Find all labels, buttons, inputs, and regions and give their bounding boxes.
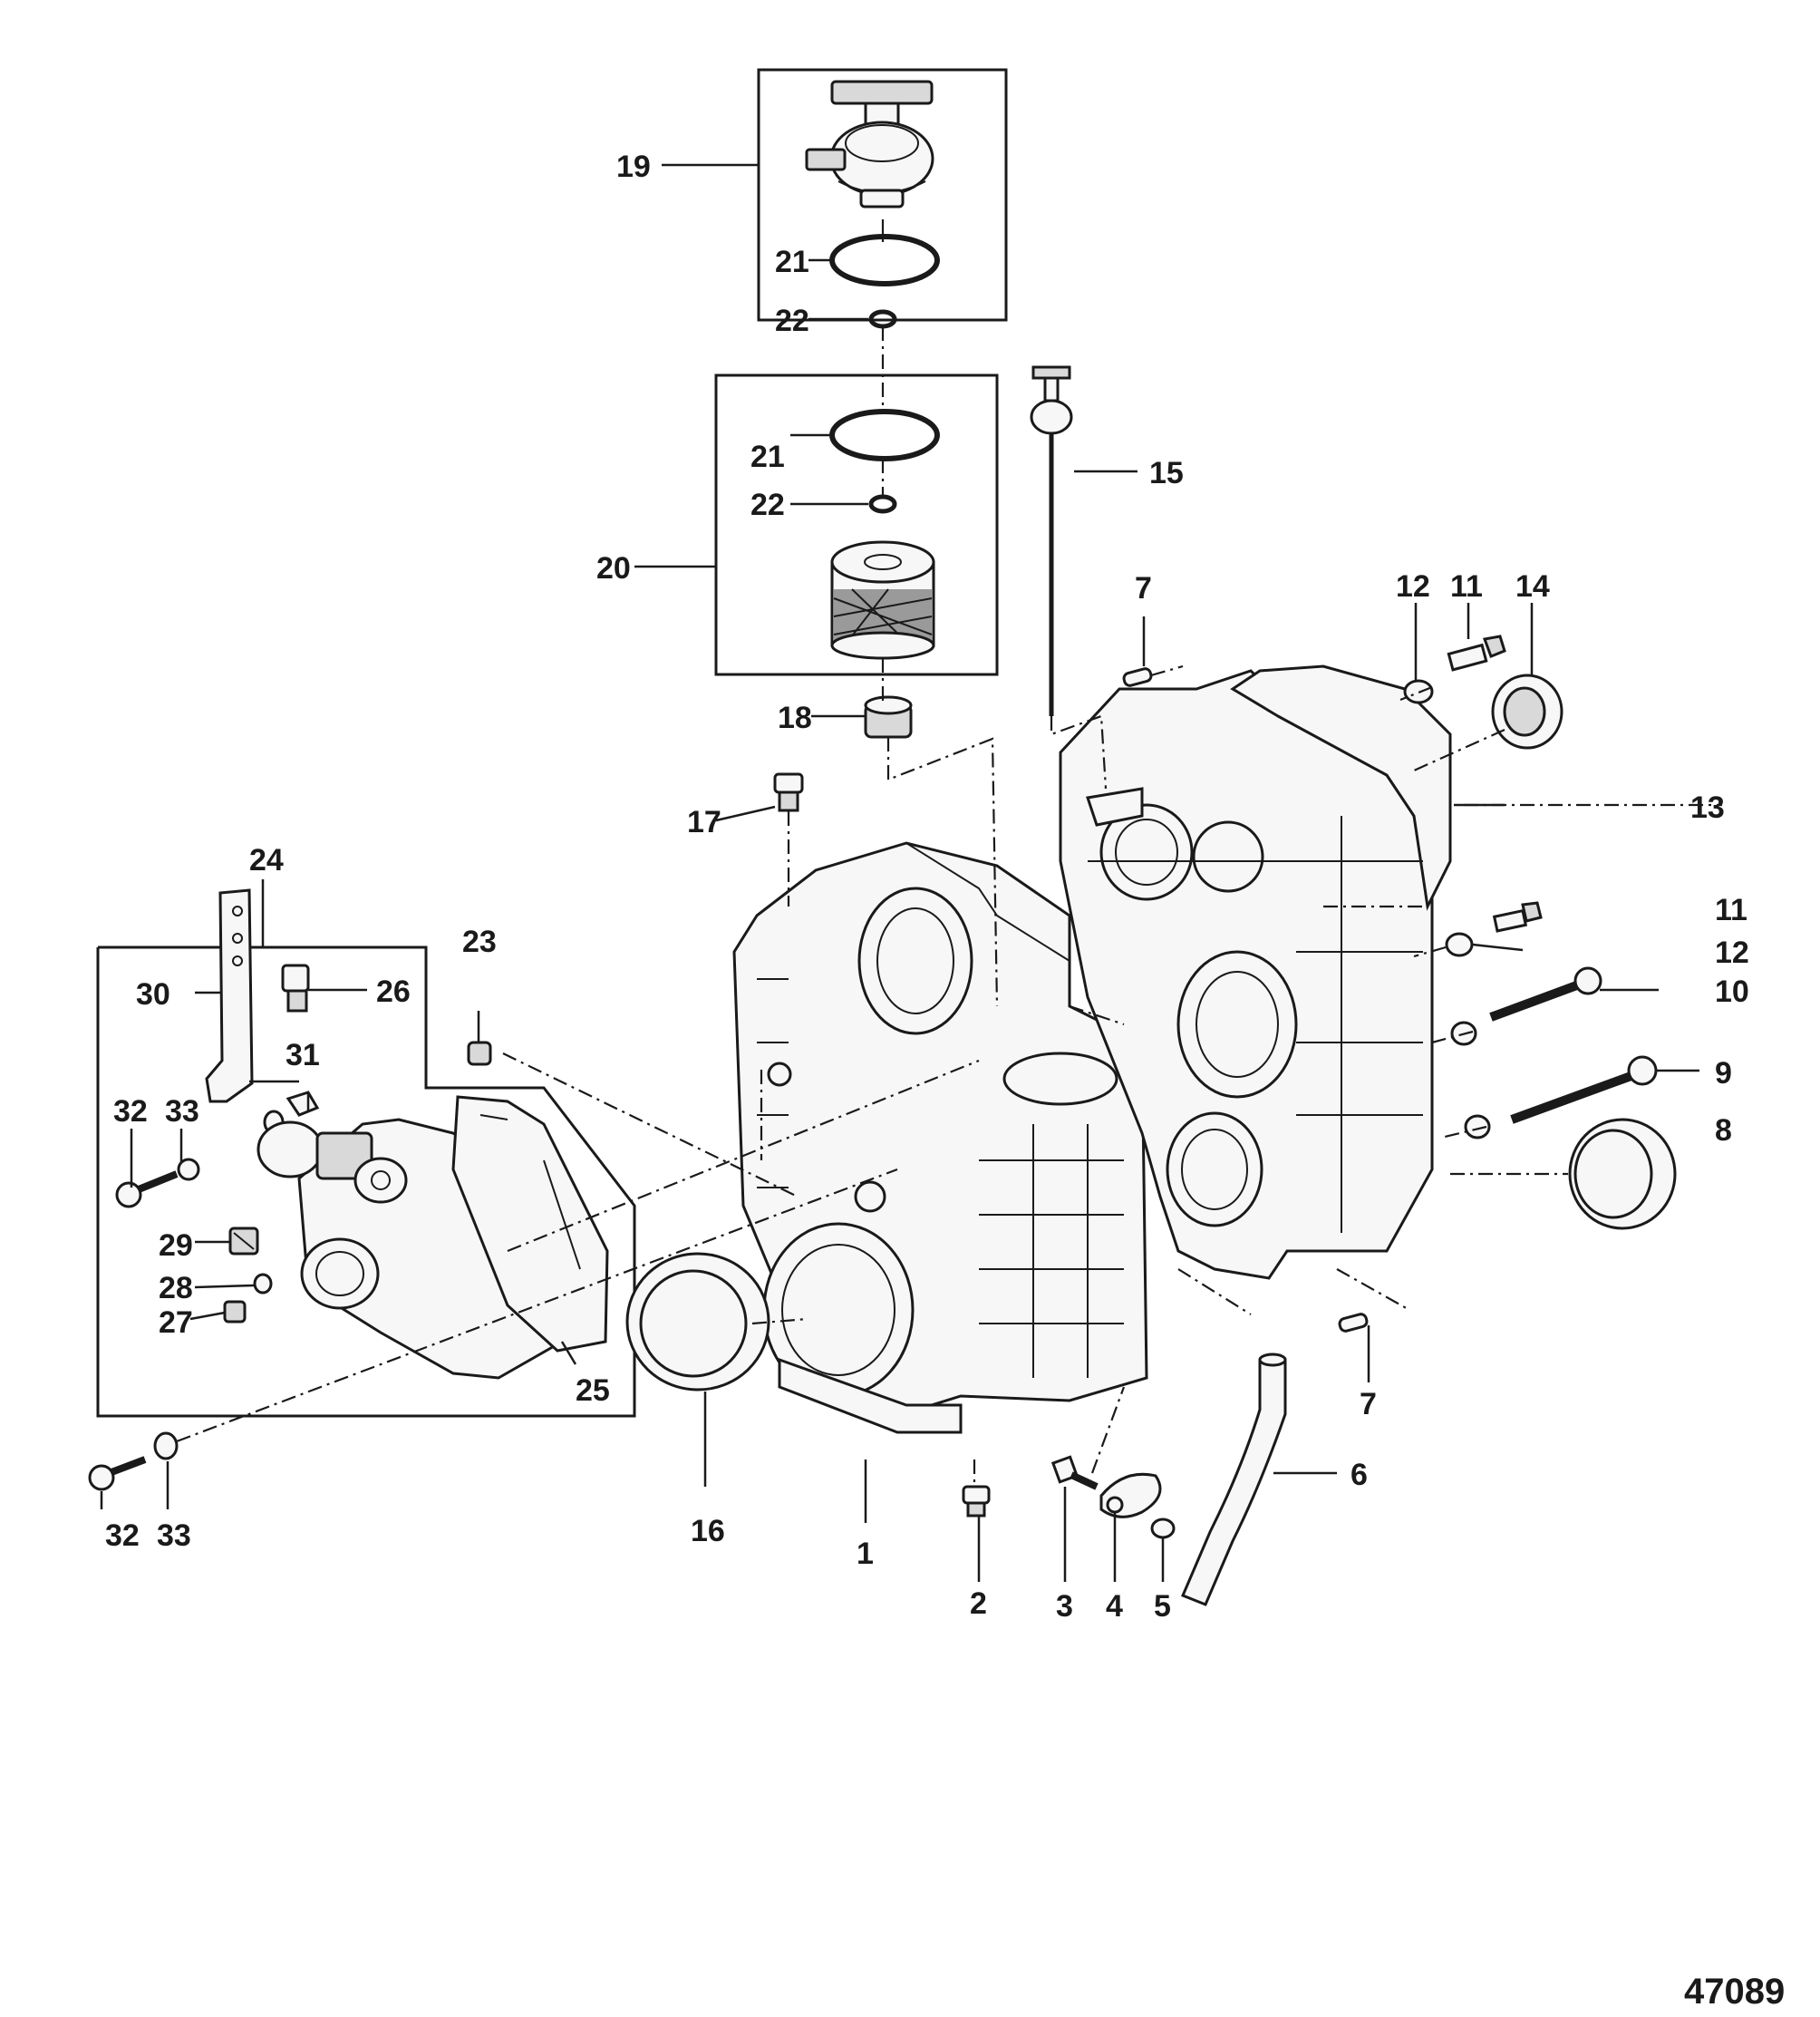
clamp-4	[1099, 1472, 1162, 1518]
kit-box-24	[96, 945, 636, 1418]
screw-32-upper	[115, 1170, 179, 1208]
callout-32-lower: 32	[105, 1518, 140, 1553]
washer-33-upper	[177, 1158, 200, 1181]
plug-2	[962, 1485, 991, 1518]
plug-23	[467, 1041, 492, 1066]
screw-32-lower	[88, 1456, 147, 1491]
washer-28	[253, 1273, 273, 1295]
leader-lines	[100, 163, 1699, 1582]
fitting-29	[228, 1227, 259, 1256]
bolt-9	[1510, 1055, 1658, 1124]
callout-30: 30	[136, 977, 170, 1012]
callout-18: 18	[778, 701, 812, 735]
callout-22-upper: 22	[775, 304, 809, 338]
callout-19: 19	[616, 150, 651, 184]
hose-6-end	[1258, 1353, 1287, 1367]
oil-filler-cap	[805, 80, 934, 208]
callout-26: 26	[376, 975, 411, 1009]
callout-7-lower: 7	[1360, 1387, 1377, 1421]
screw-27	[223, 1300, 247, 1324]
oil-seal-8	[1568, 1118, 1677, 1230]
sender-26	[281, 964, 310, 1013]
callout-11-upper: 11	[1450, 569, 1483, 604]
front-housing	[732, 841, 1148, 1434]
callout-7-upper: 7	[1135, 571, 1152, 606]
nut-5	[1150, 1518, 1176, 1539]
callout-8: 8	[1715, 1113, 1732, 1148]
figure-number: 47089	[1684, 1972, 1785, 2012]
callout-labels: 19 21 22 21 22 20 18 17 15 7 12 11 14 13…	[105, 150, 1749, 1624]
bolt-10	[1489, 966, 1602, 1022]
callout-9: 9	[1715, 1056, 1732, 1091]
callout-11-lower: 11	[1715, 893, 1747, 927]
callout-25: 25	[576, 1373, 610, 1408]
dowel-7-upper	[1122, 667, 1153, 687]
callout-16: 16	[691, 1514, 725, 1548]
bolt-11-upper	[1447, 635, 1506, 672]
callout-28: 28	[159, 1271, 193, 1305]
callout-17: 17	[687, 805, 721, 839]
oil-seal-16	[625, 1252, 770, 1392]
washer-33-lower	[153, 1431, 179, 1460]
dipstick	[1030, 365, 1073, 716]
washer-bolt9	[1464, 1114, 1491, 1139]
callout-33-upper: 33	[165, 1094, 199, 1129]
oil-seal-14	[1491, 674, 1563, 750]
callout-21-lower: 21	[750, 440, 785, 474]
callout-32-upper: 32	[113, 1094, 148, 1129]
o-ring-21-lower	[829, 409, 940, 461]
pump-body-25	[257, 1095, 609, 1380]
callout-1: 1	[857, 1537, 874, 1571]
callout-21-upper: 21	[775, 245, 809, 279]
kit-box-20	[714, 373, 999, 676]
callout-23: 23	[462, 925, 497, 959]
callout-2: 2	[970, 1586, 987, 1621]
callout-15: 15	[1149, 456, 1184, 490]
kit-box-19	[757, 68, 1008, 322]
callout-13: 13	[1690, 790, 1725, 825]
callout-24: 24	[249, 843, 284, 878]
callout-22-lower: 22	[750, 488, 785, 522]
callout-6: 6	[1350, 1458, 1368, 1492]
grommet-18	[864, 695, 913, 739]
clip-31	[286, 1091, 320, 1117]
callout-10: 10	[1715, 975, 1749, 1009]
assembly-lines	[176, 219, 1722, 1487]
plug-17	[773, 772, 804, 812]
callout-4: 4	[1106, 1589, 1123, 1624]
callout-31: 31	[286, 1038, 320, 1072]
callout-12-lower: 12	[1715, 936, 1749, 970]
hose-6	[1181, 1358, 1287, 1606]
rear-housing	[1059, 664, 1452, 1280]
callout-12-upper: 12	[1396, 569, 1430, 604]
callout-20: 20	[596, 551, 631, 586]
bolt-11-lower	[1492, 901, 1543, 933]
callout-27: 27	[159, 1305, 193, 1340]
bolt-3	[1050, 1455, 1099, 1490]
callout-33-lower: 33	[157, 1518, 191, 1553]
dowel-7-lower	[1338, 1313, 1369, 1333]
callout-29: 29	[159, 1228, 193, 1263]
callout-3: 3	[1056, 1589, 1073, 1624]
o-ring-21-upper	[829, 234, 940, 286]
callout-14: 14	[1515, 569, 1550, 604]
washer-12-lower	[1445, 932, 1474, 957]
oil-filter-element	[830, 540, 935, 660]
bracket-30	[205, 888, 254, 1103]
ring-22-lower	[868, 494, 897, 514]
callout-5: 5	[1154, 1589, 1171, 1624]
